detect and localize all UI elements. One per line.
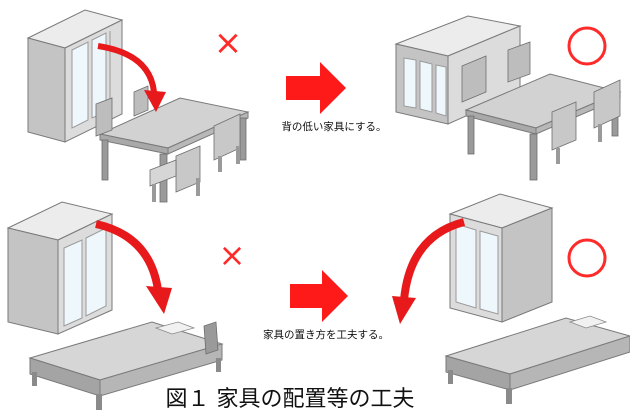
bad-mark-top: × [214,23,243,63]
wardrobe-bottom-right [448,193,554,323]
good-mark-bottom: ○ [587,263,588,265]
block-arrow-top [286,62,346,114]
block-arrow-bottom [290,270,348,322]
falling-arrow-bottom-right-head [392,296,416,324]
falling-arrow-top-left-head [144,90,166,112]
good-mark-top-shape [567,26,607,66]
falling-arrow-top-left [97,43,157,93]
bed-bottom-right [444,315,630,404]
falling-arrow-bottom-left-head [146,286,172,314]
caption-top: 背の低い家具にする。 [281,120,386,133]
falling-arrow-bottom-right [400,218,466,301]
figure-caption: 図１ 家具の配置等の工夫 [166,387,415,412]
dining-chairs-top-left [95,85,241,202]
wardrobe-bottom-left [6,201,114,335]
caption-bottom: 家具の置き方を工夫する。 [263,328,389,341]
bad-mark-bottom: × [219,236,246,274]
bed-bottom-left [28,321,224,410]
dining-chairs-top-right [461,41,621,164]
falling-arrow-bottom-left [95,220,162,291]
good-mark-bottom-shape [567,238,607,278]
good-mark-top: ○ [587,51,588,53]
